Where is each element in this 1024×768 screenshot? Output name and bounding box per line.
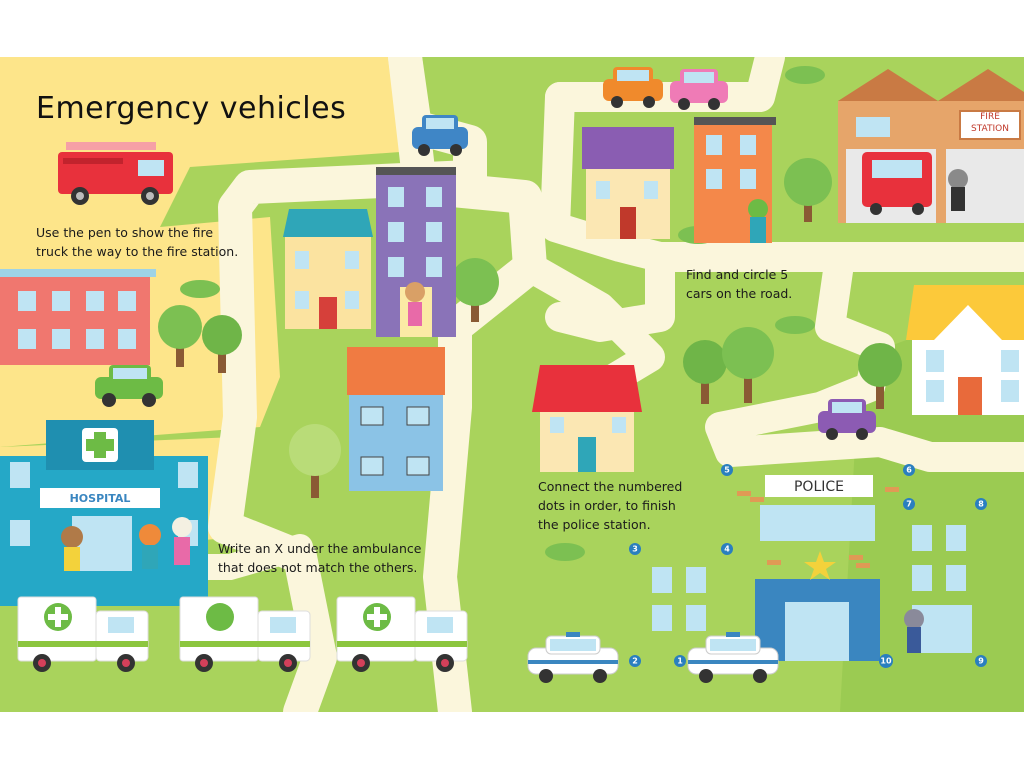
tree-icon — [202, 315, 242, 373]
police-sign: POLICE — [794, 479, 844, 495]
instruction-line: dots in order, to finish — [538, 498, 676, 513]
car-purple-icon — [818, 399, 876, 440]
dot-6[interactable]: 6 — [903, 464, 915, 476]
police-windows — [652, 505, 972, 653]
car-pink-icon — [670, 69, 728, 110]
instruction-line: truck the way to the fire station. — [36, 244, 239, 259]
bricks — [737, 487, 899, 568]
house-teal-roof — [283, 209, 373, 329]
instruction-line: Use the pen to show the fire — [36, 225, 214, 240]
characters — [61, 169, 968, 653]
car-orange-icon — [603, 67, 663, 108]
raccoon-police-icon — [904, 609, 924, 653]
instruction-line: that does not match the others. — [218, 560, 418, 575]
dot-1[interactable]: 1 — [674, 655, 686, 667]
police-instruction: Connect the numbered dots in order, to f… — [538, 477, 682, 534]
police-door — [785, 602, 849, 661]
tree-icon — [158, 305, 202, 367]
fire-truck-instruction: Use the pen to show the fire truck the w… — [36, 223, 238, 261]
fire-station-sign-line1: FIRE — [980, 112, 1000, 122]
svg-text:1: 1 — [677, 657, 683, 666]
tree-icon — [784, 158, 832, 222]
tree-icon — [722, 327, 774, 403]
dot-2[interactable]: 2 — [629, 655, 641, 667]
bear-character-icon — [61, 526, 83, 571]
fox-character-icon — [139, 524, 161, 569]
bush-icon — [180, 280, 220, 298]
building-pink — [0, 269, 156, 365]
bush-icon — [785, 66, 825, 84]
instruction-line: cars on the road. — [686, 286, 793, 301]
house-purple-roof — [582, 127, 674, 239]
mouse-character-icon — [405, 282, 425, 326]
cat-firefighter-icon — [948, 169, 968, 211]
svg-text:7: 7 — [906, 500, 912, 509]
house-yellow-roof — [906, 285, 1024, 415]
page-title: Emergency vehicles — [36, 91, 347, 126]
dot-7[interactable]: 7 — [903, 498, 915, 510]
ambulance-icon — [336, 596, 468, 672]
dot-5[interactable]: 5 — [721, 464, 733, 476]
svg-text:3: 3 — [632, 545, 638, 554]
svg-text:4: 4 — [724, 545, 730, 554]
bush-icon — [775, 316, 815, 334]
police-car-icon — [527, 632, 619, 683]
fire-engine-parked-icon — [862, 152, 932, 215]
car-blue-icon — [412, 115, 468, 156]
ambulance-odd-icon — [179, 596, 311, 672]
house-red-roof — [532, 365, 642, 472]
police-station — [652, 475, 972, 661]
dot-3[interactable]: 3 — [629, 543, 641, 555]
crocodile-character-icon — [748, 199, 768, 243]
svg-text:8: 8 — [978, 500, 984, 509]
fire-truck-icon — [58, 142, 173, 205]
tree-icon — [683, 340, 727, 404]
tree-icon — [289, 424, 341, 498]
dot-4[interactable]: 4 — [721, 543, 733, 555]
rabbit-character-icon — [172, 517, 192, 565]
instruction-line: Find and circle 5 — [686, 267, 789, 282]
dot-10[interactable]: 10 — [879, 654, 893, 668]
ambulance-instruction: Write an X under the ambulance that does… — [218, 539, 421, 577]
ambulances — [17, 596, 468, 672]
trees — [158, 66, 902, 561]
svg-text:5: 5 — [724, 466, 730, 475]
svg-text:9: 9 — [978, 657, 984, 666]
dot-8[interactable]: 8 — [975, 498, 987, 510]
police-car-icon — [687, 632, 779, 683]
car-green-icon — [95, 365, 163, 407]
tree-icon — [451, 258, 499, 322]
cars-instruction: Find and circle 5 cars on the road. — [686, 265, 792, 303]
numbered-dots: 1 2 3 4 5 6 7 8 9 10 — [629, 464, 987, 668]
building-blue-orange-roof — [347, 347, 445, 491]
instruction-line: Write an X under the ambulance — [218, 541, 422, 556]
tree-icon — [858, 343, 902, 409]
ambulance-icon — [17, 596, 149, 672]
police-sign-board — [765, 475, 873, 497]
map-svg: 1 2 3 4 5 6 7 8 9 10 HOSPITAL FIRE STATI… — [0, 57, 1024, 712]
star-icon — [804, 551, 836, 580]
svg-text:10: 10 — [880, 657, 892, 666]
fire-station-sign-line2: STATION — [971, 124, 1009, 134]
hospital-sign: HOSPITAL — [70, 492, 131, 505]
bush-icon — [545, 543, 585, 561]
instruction-line: Connect the numbered — [538, 479, 683, 494]
svg-text:6: 6 — [906, 466, 912, 475]
building-orange — [694, 117, 776, 243]
dot-9[interactable]: 9 — [975, 655, 987, 667]
map-illustration: 1 2 3 4 5 6 7 8 9 10 HOSPITAL FIRE STATI… — [0, 57, 1024, 712]
svg-text:2: 2 — [632, 657, 638, 666]
instruction-line: the police station. — [538, 517, 651, 532]
